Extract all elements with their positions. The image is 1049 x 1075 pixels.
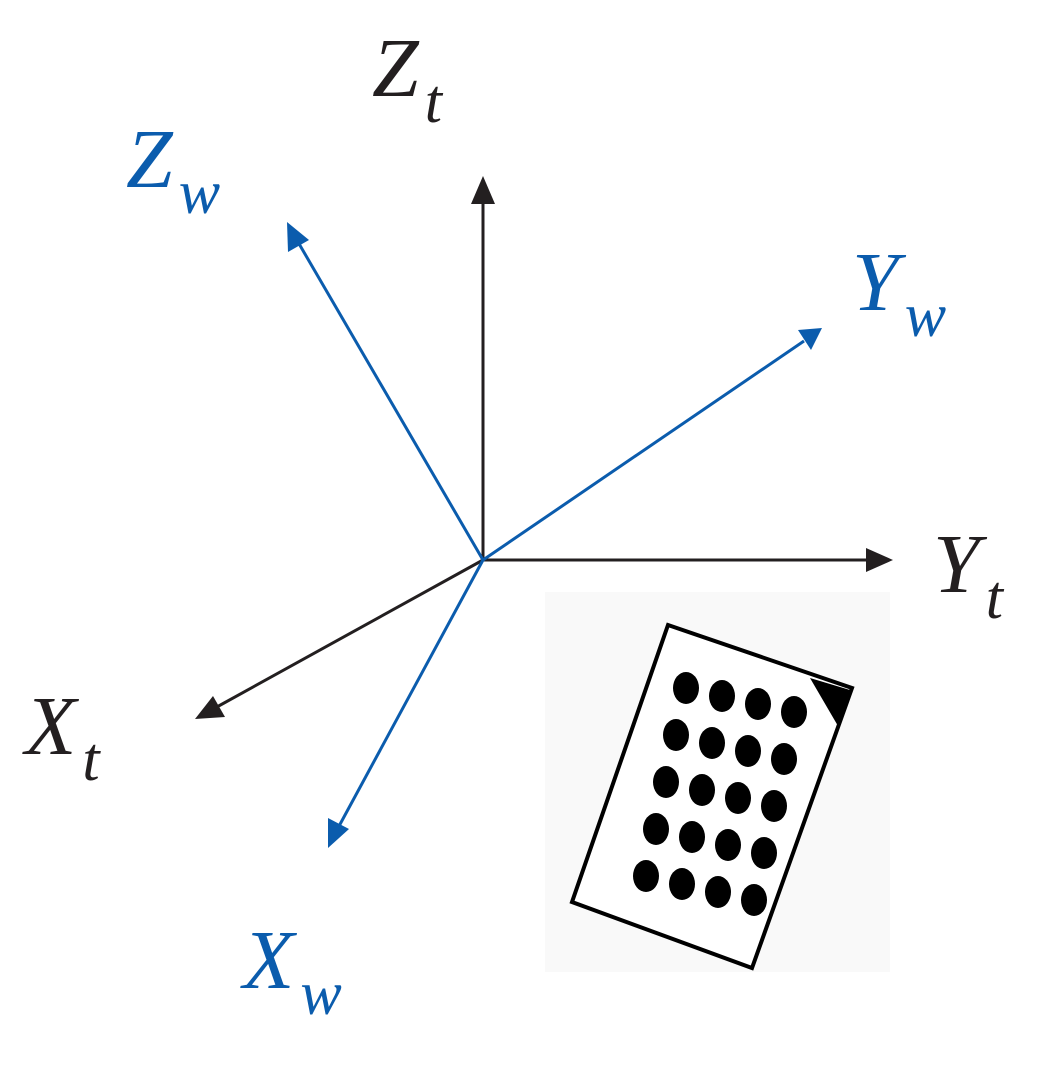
world-x-axis-line: [336, 559, 485, 829]
calibration-dot: [761, 790, 787, 822]
world-y-axis-arrowhead: [798, 328, 822, 350]
target-x-axis-line: [214, 558, 484, 710]
calibration-dot: [741, 884, 767, 916]
calibration-dot: [673, 672, 699, 704]
world-z-axis-arrowhead: [287, 222, 309, 252]
target-y-axis-arrowhead: [866, 548, 893, 572]
calibration-dot: [709, 680, 735, 712]
calibration-dot: [745, 688, 771, 720]
calibration-board: [545, 592, 890, 972]
calibration-dot: [751, 837, 777, 869]
calibration-dot: [669, 868, 695, 900]
calibration-board-corner-triangle: [810, 678, 850, 726]
calibration-dot: [725, 782, 751, 814]
target-frame: [195, 176, 893, 719]
calibration-dot: [663, 719, 689, 751]
calibration-dot: [653, 766, 679, 798]
world-z-axis-label: Zw: [126, 113, 220, 227]
target-x-axis-arrowhead: [195, 696, 225, 719]
world-frame: [287, 222, 822, 848]
calibration-dot: [633, 860, 659, 892]
calibration-dot: [771, 743, 797, 775]
calibration-dot: [735, 735, 761, 767]
calibration-dot-grid: [633, 672, 807, 916]
world-y-axis-label: Yw: [852, 236, 946, 350]
target-z-axis-label: Zt: [372, 22, 444, 136]
calibration-dot: [781, 696, 807, 728]
calibration-dot: [643, 813, 669, 845]
world-x-axis-label: Xw: [240, 914, 342, 1028]
calibration-dot: [689, 774, 715, 806]
world-y-axis-line: [482, 339, 805, 562]
calibration-dot: [679, 821, 705, 853]
target-x-axis-label: Xt: [22, 680, 101, 794]
target-y-axis-label: Yt: [933, 518, 1005, 632]
world-z-axis-line: [296, 241, 485, 561]
calibration-dot: [715, 829, 741, 861]
calibration-dot: [705, 876, 731, 908]
target-z-axis-arrowhead: [471, 176, 495, 204]
world-x-axis-arrowhead: [328, 818, 349, 848]
calibration-dot: [699, 727, 725, 759]
